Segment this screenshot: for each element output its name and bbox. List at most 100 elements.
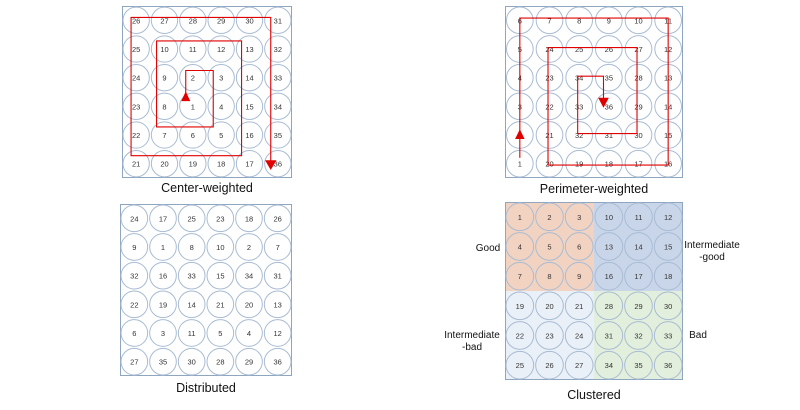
- cell-number: 31: [605, 131, 613, 140]
- spiral-path-center: [130, 16, 272, 163]
- cell-number: 27: [634, 45, 642, 54]
- cell-number: 1: [518, 160, 522, 169]
- cell-number: 19: [159, 300, 167, 309]
- cell-circle: [150, 121, 179, 149]
- cell-number: 26: [273, 214, 281, 223]
- cell-number: 28: [189, 16, 197, 25]
- cell-number: 30: [664, 302, 672, 311]
- grid-cell: 2: [179, 63, 207, 92]
- cell-number: 34: [575, 74, 583, 83]
- cell-circle: [149, 319, 177, 347]
- cell-number: 4: [219, 102, 223, 111]
- cell-number: 21: [545, 131, 553, 140]
- cell-number: 28: [216, 358, 224, 367]
- cell-circle: [624, 291, 653, 321]
- cell-circle: [565, 35, 593, 63]
- grid-cell: 19: [149, 290, 177, 319]
- grid-cell: 3: [207, 63, 235, 92]
- grid-cell: 16: [594, 261, 624, 291]
- cell-number: 23: [216, 214, 224, 223]
- cell-circle: [624, 350, 653, 380]
- grid-cell: 14: [177, 290, 206, 319]
- cell-circle: [624, 202, 653, 232]
- cell-circle: [564, 291, 594, 321]
- cell-circle: [564, 321, 594, 350]
- grid-cell: 35: [264, 121, 292, 149]
- cell-number: 34: [245, 272, 253, 281]
- cell-number: 11: [189, 45, 197, 54]
- spiral-path-perimeter: [519, 17, 669, 166]
- cell-number: 29: [634, 102, 642, 111]
- cell-circle: [594, 291, 624, 321]
- grid-cell: 17: [149, 204, 177, 233]
- grid-cell: 34: [594, 350, 624, 380]
- cell-circle: [653, 261, 683, 291]
- grid-cell: 1: [505, 202, 535, 232]
- cell-number: 17: [634, 272, 642, 281]
- cell-number: 6: [132, 329, 136, 338]
- grid-cell: 25: [565, 35, 593, 63]
- grid-cell: 7: [505, 261, 535, 291]
- cell-number: 10: [634, 16, 642, 25]
- cell-circle: [177, 204, 206, 233]
- cell-number: 28: [634, 74, 642, 83]
- grid-cell: 8: [535, 261, 564, 291]
- arrow-head-end: [598, 97, 609, 108]
- grid-cell: 20: [535, 149, 564, 178]
- grid-cell: 27: [120, 347, 149, 376]
- grid-cell: 2: [535, 202, 564, 232]
- grid-cell: 1: [506, 149, 534, 178]
- cell-number: 29: [217, 16, 225, 25]
- cell-circle: [177, 290, 206, 319]
- grid-cell: 34: [264, 92, 292, 121]
- cell-number: 15: [216, 272, 224, 281]
- grid-cell: 18: [207, 150, 235, 178]
- cell-circle: [595, 35, 623, 63]
- grid-cell: 19: [565, 149, 593, 178]
- cell-circle: [565, 149, 593, 178]
- cell-circle: [595, 63, 623, 92]
- cell-circle: [535, 202, 564, 232]
- label-intermediate-good: Intermediate -good: [680, 240, 744, 264]
- cell-number: 35: [605, 74, 613, 83]
- cell-number: 5: [547, 243, 551, 252]
- cell-circle: [263, 204, 292, 233]
- cell-number: 8: [577, 16, 581, 25]
- grid-cell: 32: [565, 121, 593, 149]
- cell-circle: [122, 92, 150, 121]
- cell-circle: [207, 92, 235, 121]
- label-bad: Bad: [689, 330, 707, 341]
- cell-circle: [206, 204, 235, 233]
- cell-number: 12: [217, 45, 225, 54]
- cell-number: 18: [664, 272, 672, 281]
- grid-cell: 21: [535, 121, 564, 149]
- grid-cell: 27: [624, 35, 653, 63]
- grid-cell: 22: [122, 121, 150, 149]
- label-intermediate-bad-line-1: Intermediate: [444, 330, 500, 341]
- cell-circle: [150, 150, 179, 178]
- grid-cell: 34: [235, 261, 263, 290]
- cell-circle: [235, 92, 264, 121]
- grid-cell: 11: [179, 35, 207, 63]
- cell-number: 17: [634, 160, 642, 169]
- cell-circle: [122, 35, 150, 63]
- grid-cell: 16: [235, 121, 264, 149]
- cell-number: 27: [130, 358, 138, 367]
- cell-circle: [235, 233, 263, 261]
- caption-perimeter-weighted: Perimeter-weighted: [539, 182, 649, 196]
- grid-cell: 25: [122, 35, 150, 63]
- cell-number: 14: [187, 300, 195, 309]
- cell-number: 17: [159, 214, 167, 223]
- cell-circle: [653, 350, 683, 380]
- cell-number: 27: [160, 16, 168, 25]
- cell-circle: [595, 121, 623, 149]
- cell-number: 33: [274, 74, 282, 83]
- grid-cell: 22: [505, 321, 535, 350]
- cell-number: 23: [545, 74, 553, 83]
- grid-cell: 32: [264, 35, 292, 63]
- caption-distributed: Distributed: [176, 381, 236, 395]
- grid-frame: [122, 6, 292, 178]
- cell-number: 8: [162, 102, 166, 111]
- grid-cell: 29: [207, 6, 235, 34]
- grid-cell: 14: [235, 63, 264, 92]
